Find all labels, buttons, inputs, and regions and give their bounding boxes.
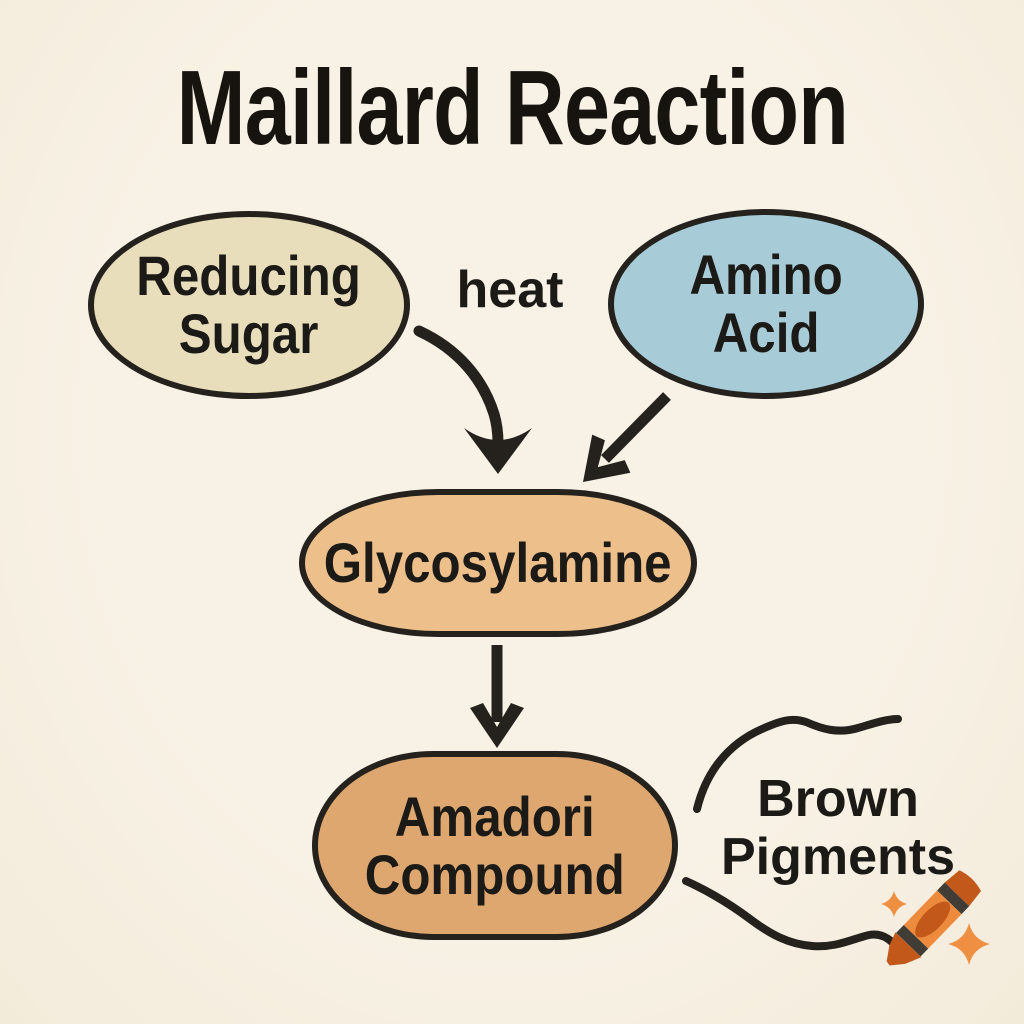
node-label-line: Compound bbox=[364, 842, 626, 906]
arrow-sugar-to-glycosylamine bbox=[413, 325, 532, 474]
node-label-line: Reducing bbox=[136, 244, 362, 307]
node-reducing-sugar: Reducing Sugar bbox=[88, 211, 410, 399]
node-amadori-compound-label: Amadori Compound bbox=[364, 784, 626, 906]
crayon-body bbox=[903, 890, 962, 949]
arrow-amino-to-glycosylamine bbox=[583, 392, 671, 482]
diagram-title: Maillard Reaction bbox=[0, 52, 1024, 164]
crayon-tip bbox=[886, 932, 922, 966]
arrow-shaft bbox=[601, 392, 671, 463]
node-glycosylamine: Glycosylamine bbox=[299, 489, 697, 637]
crayon-stripe bbox=[937, 882, 970, 915]
node-label-line: Acid bbox=[712, 301, 820, 364]
node-label-line: Glycosylamine bbox=[324, 531, 672, 594]
brown-pigments-label: Brown Pigments bbox=[716, 770, 960, 886]
node-amadori-compound: Amadori Compound bbox=[312, 751, 678, 940]
brown-pigments-line: Pigments bbox=[720, 828, 956, 886]
crayon-stripe bbox=[896, 924, 929, 957]
arrow-head bbox=[464, 428, 532, 474]
squiggle-bottom bbox=[682, 877, 897, 951]
node-label-line: Sugar bbox=[179, 302, 319, 365]
arrow-head bbox=[470, 703, 524, 748]
sparkle-icon bbox=[948, 923, 990, 965]
diagram-title-text: Maillard Reaction bbox=[176, 49, 848, 167]
sparkle-icon bbox=[881, 891, 907, 917]
arrow-shaft bbox=[413, 325, 504, 449]
node-amino-acid: Amino Acid bbox=[608, 209, 924, 399]
heat-label: heat bbox=[456, 261, 564, 319]
node-label-line: Amadori bbox=[395, 784, 595, 848]
crayon-body-oval bbox=[915, 901, 951, 938]
node-amino-acid-label: Amino Acid bbox=[689, 246, 842, 362]
brown-pigments-line: Brown bbox=[757, 770, 919, 828]
node-glycosylamine-label: Glycosylamine bbox=[324, 534, 672, 592]
node-label-line: Amino bbox=[689, 243, 843, 306]
node-reducing-sugar-label: Reducing Sugar bbox=[137, 247, 362, 363]
arrow-glycosylamine-to-amadori bbox=[470, 645, 524, 748]
